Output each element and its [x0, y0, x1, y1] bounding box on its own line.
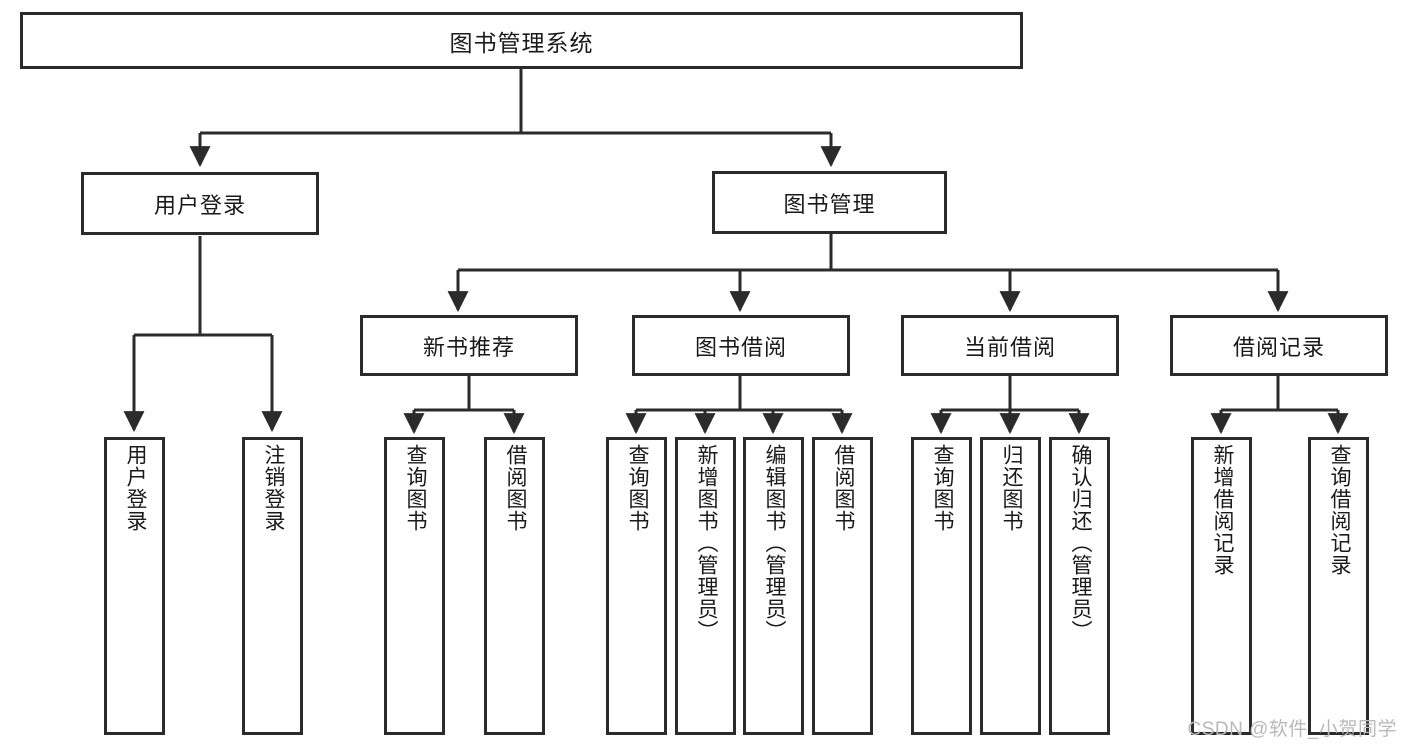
- leaf-borrow-book-4[interactable]: 借阅图书: [812, 437, 873, 735]
- node-new-book[interactable]: 新书推荐: [360, 315, 578, 376]
- leaf-user-login-2[interactable]: 注销登录: [242, 437, 303, 735]
- node-user-login-label: 用户登录: [153, 192, 246, 218]
- leaf-borrow-book-2-label: 新增图书（管理员）: [694, 444, 718, 642]
- leaf-borrow-record-2[interactable]: 查询借阅记录: [1308, 437, 1369, 735]
- leaf-borrow-record-1[interactable]: 新增借阅记录: [1191, 437, 1252, 735]
- node-user-login[interactable]: 用户登录: [81, 172, 319, 235]
- leaf-user-login-2-label: 注销登录: [261, 444, 285, 532]
- node-book-manage-label: 图书管理: [783, 191, 876, 217]
- leaf-borrow-book-3-label: 编辑图书（管理员）: [762, 444, 786, 642]
- leaf-new-book-2[interactable]: 借阅图书: [484, 437, 545, 735]
- node-borrow-record-label: 借阅记录: [1232, 334, 1325, 360]
- leaf-borrow-record-2-label: 查询借阅记录: [1327, 444, 1351, 576]
- leaf-borrow-book-1-label: 查询图书: [625, 444, 649, 532]
- leaf-current-borrow-2[interactable]: 归还图书: [980, 437, 1041, 735]
- node-borrow-book-label: 图书借阅: [694, 334, 787, 360]
- leaf-borrow-book-3[interactable]: 编辑图书（管理员）: [743, 437, 804, 735]
- leaf-current-borrow-3-label: 确认归还（管理员）: [1068, 444, 1092, 642]
- node-borrow-book[interactable]: 图书借阅: [632, 315, 850, 376]
- leaf-current-borrow-3[interactable]: 确认归还（管理员）: [1049, 437, 1110, 735]
- leaf-current-borrow-2-label: 归还图书: [999, 444, 1023, 532]
- node-borrow-record[interactable]: 借阅记录: [1170, 315, 1388, 376]
- leaf-current-borrow-1[interactable]: 查询图书: [911, 437, 972, 735]
- node-new-book-label: 新书推荐: [422, 334, 515, 360]
- leaf-current-borrow-1-label: 查询图书: [930, 444, 954, 532]
- leaf-borrow-book-1[interactable]: 查询图书: [606, 437, 667, 735]
- leaf-borrow-book-4-label: 借阅图书: [831, 444, 855, 532]
- leaf-new-book-2-label: 借阅图书: [503, 444, 527, 532]
- leaf-new-book-1-label: 查询图书: [403, 444, 427, 532]
- node-root[interactable]: 图书管理系统: [20, 12, 1023, 69]
- leaf-borrow-record-1-label: 新增借阅记录: [1210, 444, 1234, 576]
- node-book-manage[interactable]: 图书管理: [712, 171, 947, 234]
- node-current-borrow-label: 当前借阅: [963, 334, 1056, 360]
- leaf-borrow-book-2[interactable]: 新增图书（管理员）: [675, 437, 736, 735]
- leaf-new-book-1[interactable]: 查询图书: [384, 437, 445, 735]
- leaf-user-login-1-label: 用户登录: [123, 444, 147, 532]
- node-current-borrow[interactable]: 当前借阅: [901, 315, 1119, 376]
- leaf-user-login-1[interactable]: 用户登录: [104, 437, 165, 735]
- node-root-label: 图书管理系统: [449, 29, 594, 56]
